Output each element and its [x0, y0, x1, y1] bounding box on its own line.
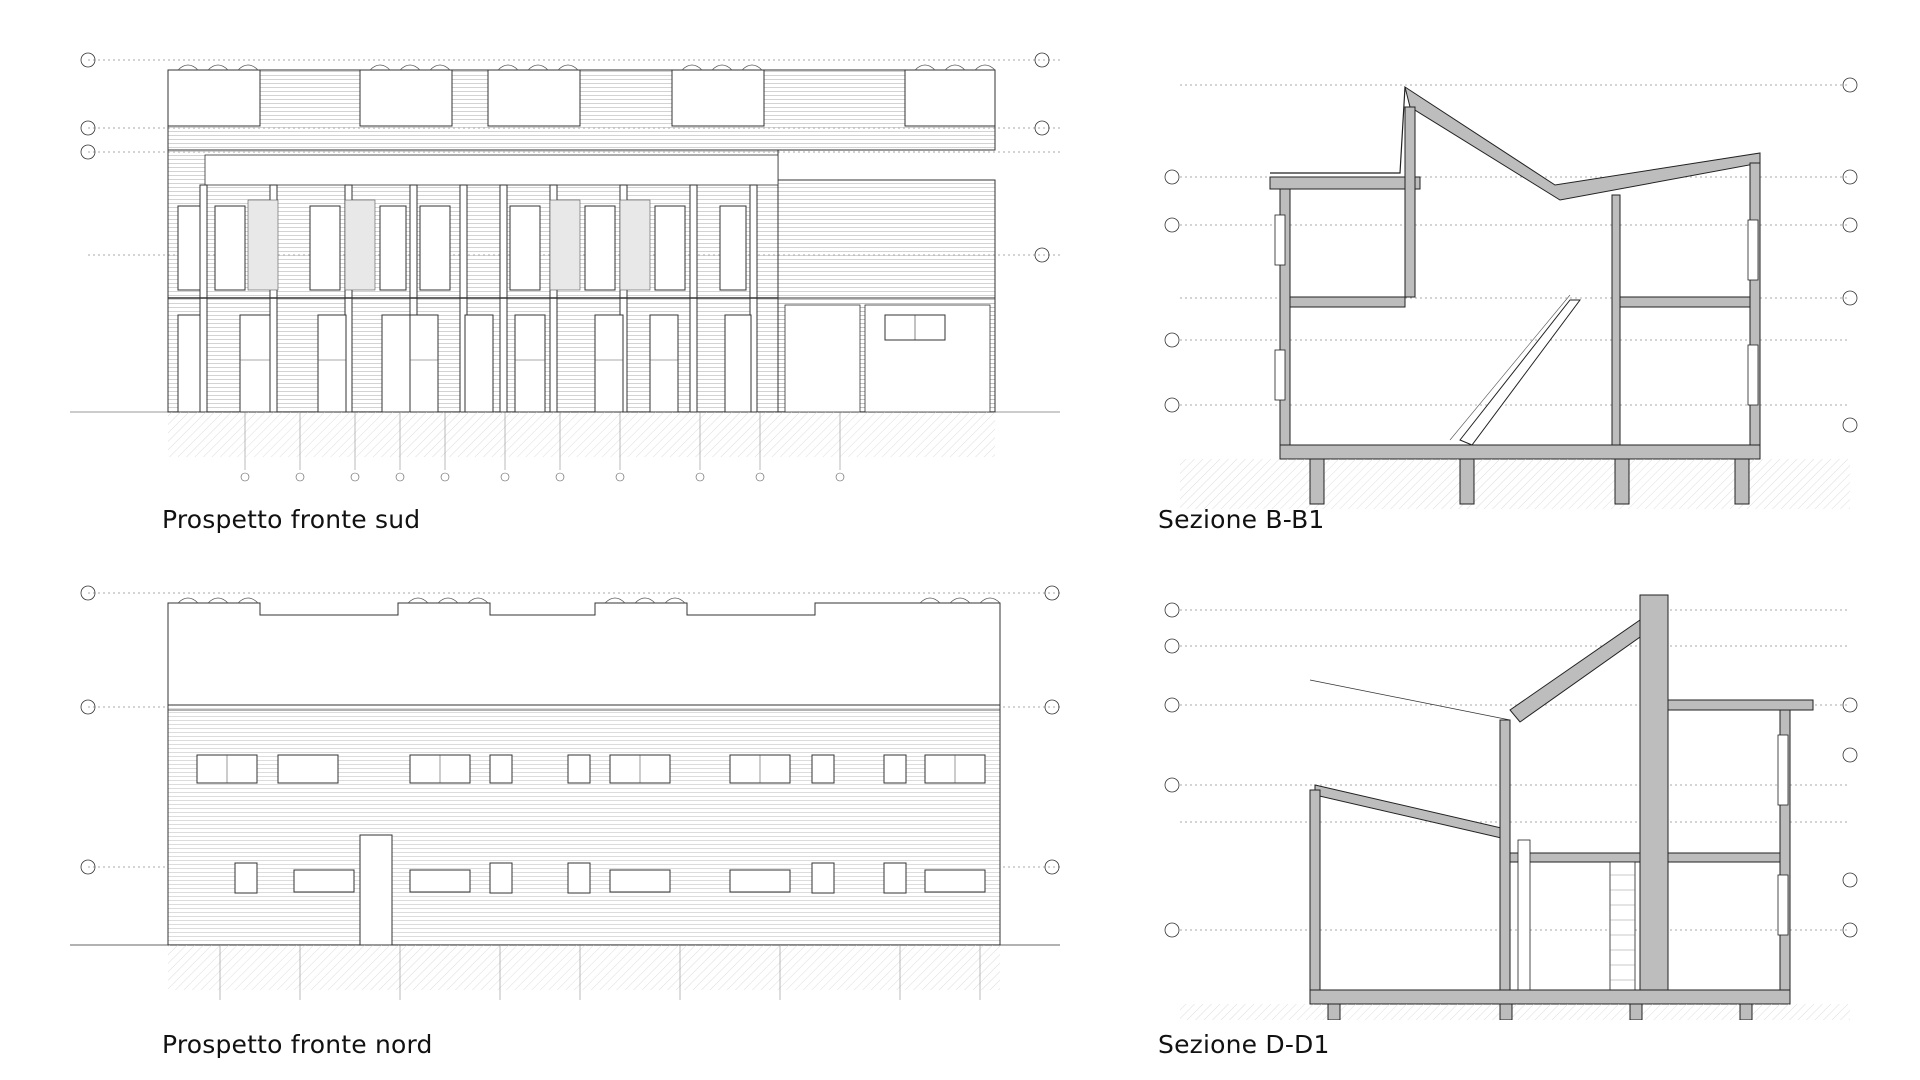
caption-section-b: Sezione B-B1	[1158, 505, 1325, 534]
caption-section-d: Sezione D-D1	[1158, 1030, 1330, 1059]
south-elevation-drawing	[60, 40, 1080, 500]
section-b-drawing	[1150, 45, 1870, 515]
caption-north-elevation: Prospetto fronte nord	[162, 1030, 433, 1059]
section-d-drawing	[1150, 590, 1870, 1020]
north-elevation-drawing	[60, 545, 1080, 1015]
caption-south-elevation: Prospetto fronte sud	[162, 505, 421, 534]
